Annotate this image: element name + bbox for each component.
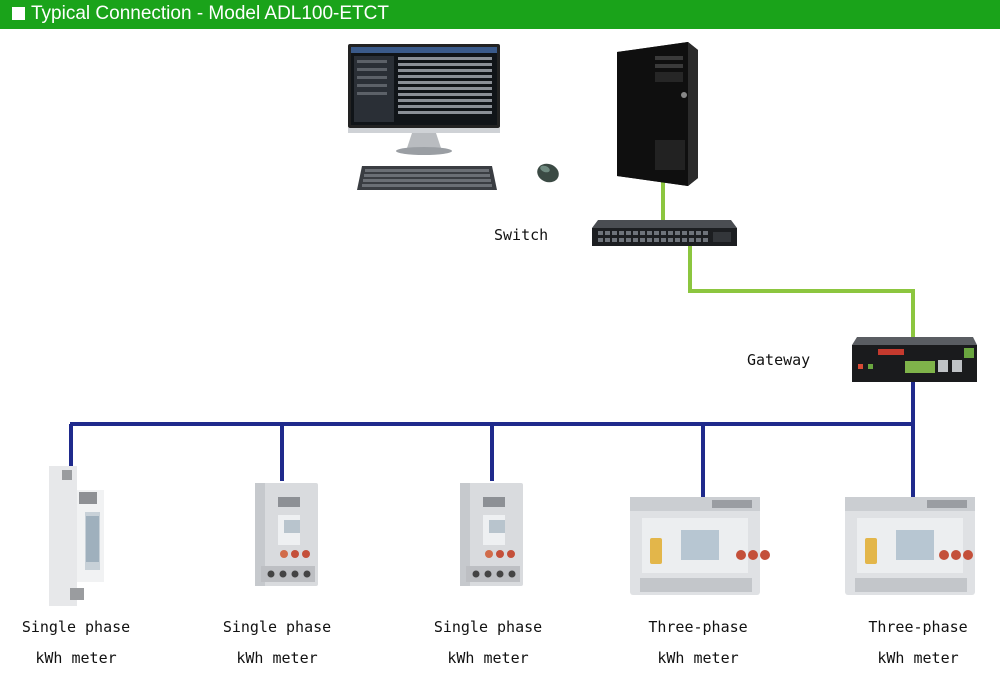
meter-5-label-line2: kWh meter — [877, 649, 959, 667]
keyboard-icon — [357, 166, 497, 190]
mouse-icon — [537, 163, 559, 183]
meter-3-label-line1: Single phase — [433, 618, 543, 636]
three-phase-meter-2-icon — [845, 497, 975, 595]
meter-2-label-line2: kWh meter — [236, 649, 318, 667]
rs485-bus — [69, 382, 915, 497]
page-title: Typical Connection - Model ADL100-ETCT — [31, 3, 389, 24]
meter-4-label: Three-phase kWh meter — [618, 612, 778, 674]
gateway-icon — [852, 337, 977, 382]
meter-2-label-line1: Single phase — [222, 618, 332, 636]
three-phase-meter-1-icon — [630, 497, 770, 595]
monitor-icon — [348, 44, 500, 155]
meter-1-label: Single phase kWh meter — [0, 612, 156, 674]
meter-5-label: Three-phase kWh meter — [838, 612, 998, 674]
meter-2-label: Single phase kWh meter — [197, 612, 357, 674]
gateway-label: Gateway — [747, 351, 811, 369]
switch-label: Switch — [494, 226, 549, 244]
meter-3-label-line2: kWh meter — [447, 649, 529, 667]
meter-1-label-line1: Single phase — [21, 618, 131, 636]
meter-4-label-line2: kWh meter — [657, 649, 739, 667]
switch-to-gateway-link — [688, 246, 915, 337]
server-tower-icon — [617, 42, 698, 186]
title-bar: Typical Connection - Model ADL100-ETCT — [0, 0, 1000, 29]
single-phase-meter-2-icon — [255, 483, 318, 586]
meter-4-label-line1: Three-phase — [648, 618, 748, 636]
ethernet-links — [661, 182, 915, 337]
meter-1-label-line2: kWh meter — [35, 649, 117, 667]
network-switch-icon — [592, 220, 737, 246]
meter-5-label-line1: Three-phase — [868, 618, 968, 636]
meter-3-label: Single phase kWh meter — [408, 612, 568, 674]
single-phase-meter-3-icon — [460, 483, 523, 586]
single-phase-meter-1-icon — [49, 466, 104, 606]
title-square-icon — [12, 7, 25, 20]
